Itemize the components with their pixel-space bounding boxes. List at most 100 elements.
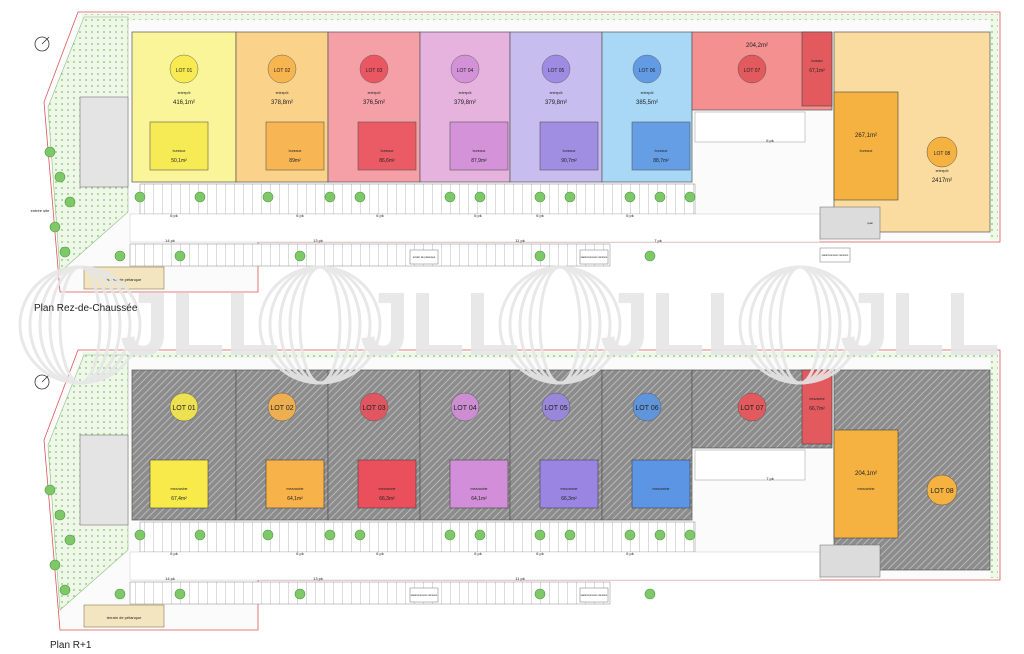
parking-count: 11 pk [515, 238, 525, 243]
area-lot07: 204,2m² [746, 43, 768, 49]
office-area-lot08: 204,1m² [855, 471, 877, 477]
tree [64, 534, 76, 546]
office-label-lot03: bureaux [381, 149, 394, 153]
tree [354, 191, 366, 203]
badge-lot04 [450, 392, 480, 422]
north-arrow-icon [34, 36, 50, 52]
loading-ramp [819, 206, 881, 240]
area-lot02: 378,8m² [271, 100, 293, 106]
tree [564, 529, 576, 541]
office-lot05 [539, 121, 599, 171]
parking-row-lower [129, 581, 611, 605]
badge-lot03 [359, 54, 389, 84]
badge-lot07 [737, 392, 767, 422]
badge-label-lot08: LOT 08 [934, 151, 951, 157]
tree [174, 588, 186, 600]
office-lot02 [265, 121, 325, 171]
badge-lot05 [541, 392, 571, 422]
parking-count: 6 pk [170, 551, 178, 556]
badge-label-lot01: LOT 01 [176, 68, 193, 74]
tree [194, 529, 206, 541]
badge-lot01 [169, 392, 199, 422]
badge-lot03 [359, 392, 389, 422]
parking-count: 14 pk [165, 238, 175, 243]
office-area-lot01: 50,1m² [171, 158, 187, 164]
parking-count: 6 pk [536, 551, 544, 556]
tree [324, 529, 336, 541]
parking-row-upper [139, 183, 696, 215]
parking-count: 7 pk [766, 476, 774, 481]
tree [624, 191, 636, 203]
courtyard-parking [694, 111, 806, 143]
parking-count: 13 pk [313, 576, 323, 581]
green-border-top [82, 352, 998, 358]
badge-label-lot05: LOT 05 [548, 68, 565, 74]
tree [59, 246, 71, 258]
tree [354, 529, 366, 541]
tree [324, 191, 336, 203]
badge-label-lot03: LOT 03 [366, 68, 383, 74]
office-area-lot05: 90,7m² [561, 158, 577, 164]
green-border-right [990, 352, 998, 578]
badge-label-lot01: LOT 01 [172, 405, 195, 412]
office-label-lot07: bureaux [811, 59, 823, 63]
office-lot03 [357, 459, 417, 509]
office-area-lot03: 66,3m² [379, 496, 395, 502]
office-label-lot07: mezzanine [809, 397, 825, 401]
office-label-lot05: bureaux [563, 149, 576, 153]
area-lot05: 379,8m² [545, 100, 567, 106]
internal-road [129, 213, 821, 243]
truck-parking [579, 587, 609, 603]
truck-parking-label: stationnement camions [581, 593, 608, 597]
truck-parking [579, 249, 609, 265]
badge-lot07 [737, 54, 767, 84]
badge-lot05 [541, 54, 571, 84]
badge-label-lot07: LOT 07 [740, 405, 763, 412]
tree [534, 588, 546, 600]
office-lot06 [631, 459, 691, 509]
tree [644, 250, 656, 262]
badge-label-lot07: LOT 07 [744, 68, 761, 74]
area-lot03: 376,5m² [363, 100, 385, 106]
office-lot08 [833, 91, 899, 201]
tree [114, 250, 126, 262]
truck-parking-label: terrain de pétanque [413, 255, 436, 259]
area-sub-lot03: entrepôt [368, 91, 381, 95]
parking-count: 6 pk [474, 551, 482, 556]
parking-count: 6 pk [296, 213, 304, 218]
office-lot01 [149, 121, 209, 171]
office-area-lot02: 89m² [289, 158, 301, 164]
office-label-lot06: mezzanine [653, 487, 670, 491]
parking-count: 6 pk [626, 551, 634, 556]
office-lot03 [357, 121, 417, 171]
badge-lot06 [632, 54, 662, 84]
truck-parking-label: stationnement camions [581, 255, 608, 259]
office-area-lot01: 67,4m² [171, 496, 187, 502]
office-label-lot06: bureaux [655, 149, 668, 153]
loading-ramp [819, 544, 881, 578]
parking-count: 6 pk [170, 213, 178, 218]
tree [54, 509, 66, 521]
badge-label-lot08: LOT 08 [930, 488, 953, 495]
tree [49, 221, 61, 233]
office-label-lot05: mezzanine [561, 487, 578, 491]
tree [624, 529, 636, 541]
badge-label-lot04: LOT 04 [457, 68, 474, 74]
office-area-lot06: 88,7m² [653, 158, 669, 164]
office-area-lot04: 87,9m² [471, 158, 487, 164]
office-lot02 [265, 459, 325, 509]
badge-label-lot03: LOT 03 [362, 405, 385, 412]
truck-parking [819, 247, 851, 263]
tree [114, 588, 126, 600]
office-label-lot04: bureaux [473, 149, 486, 153]
badge-label-lot02: LOT 02 [274, 68, 291, 74]
tree [54, 171, 66, 183]
badge-label-lot04: LOT 04 [453, 405, 476, 412]
area-lot08: 2417m² [932, 178, 952, 184]
tree [654, 529, 666, 541]
parking-count: 6 pk [766, 138, 774, 143]
parking-count: 6 pk [536, 213, 544, 218]
area-sub-lot01: entrepôt [178, 91, 191, 95]
office-area-lot08: 267,1m² [855, 133, 877, 139]
